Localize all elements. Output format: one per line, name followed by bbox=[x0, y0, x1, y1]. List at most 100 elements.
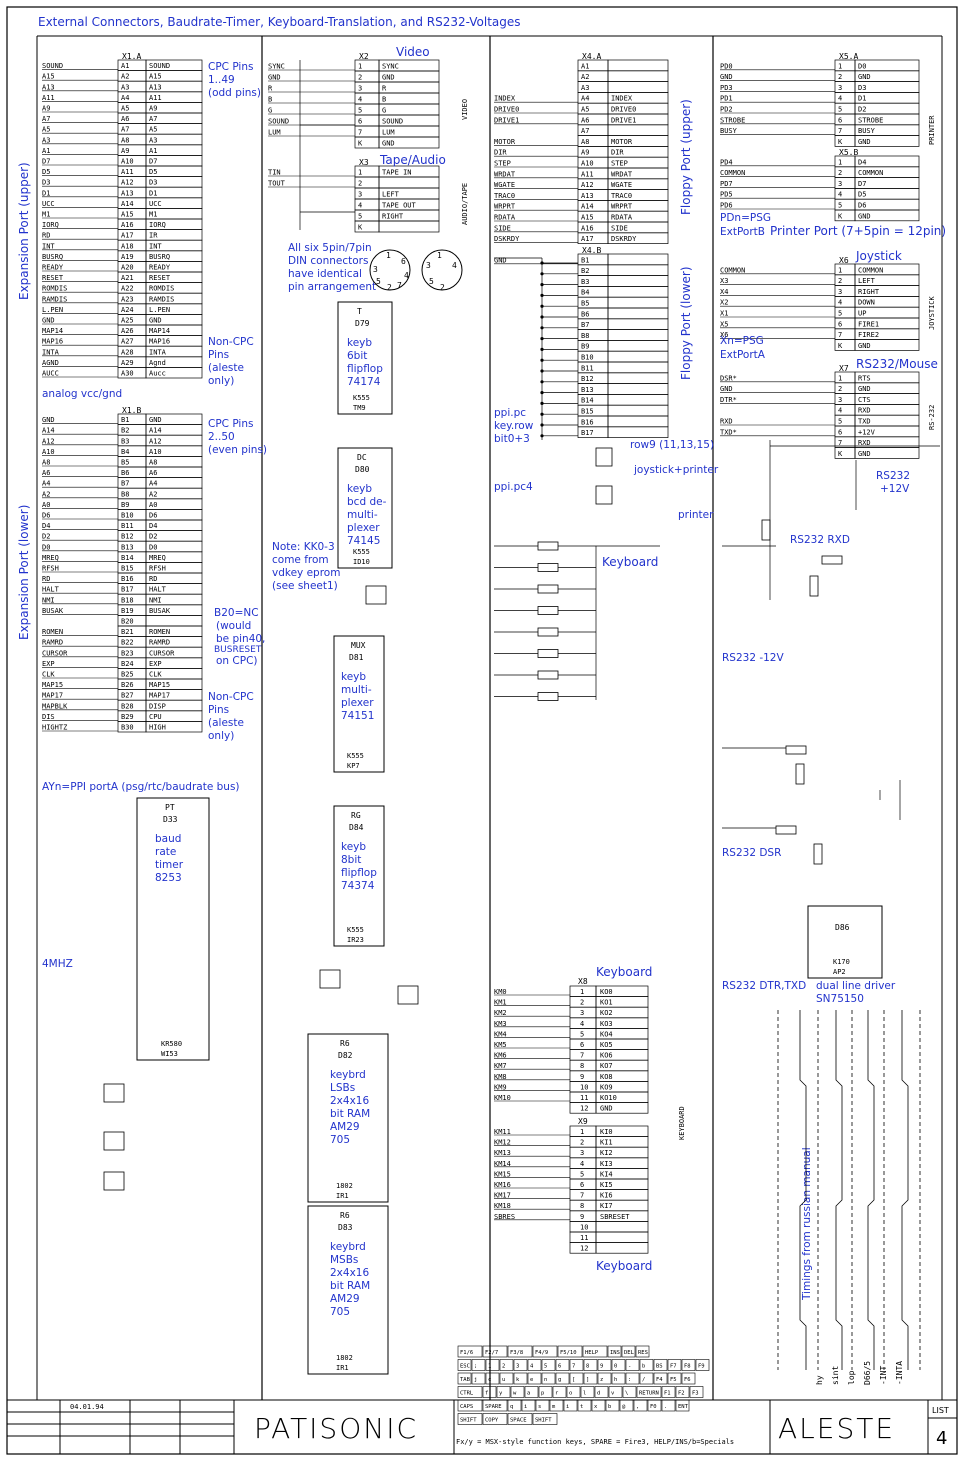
pin-name-cell bbox=[854, 209, 920, 222]
key-cap bbox=[569, 1372, 584, 1385]
pin-number: 7 bbox=[358, 129, 362, 137]
pin-number: B21 bbox=[121, 628, 134, 636]
note: bit0+3 bbox=[494, 433, 530, 445]
ic-part: K555 bbox=[353, 394, 370, 402]
pin-name: DISP bbox=[149, 702, 166, 710]
pin-number: 5 bbox=[838, 202, 842, 210]
key-label: 0 bbox=[614, 1364, 617, 1370]
note: RS232/Mouse bbox=[856, 357, 938, 371]
signal-name: A1 bbox=[42, 147, 50, 155]
note: ExtPortB bbox=[720, 226, 765, 238]
pin-number: B10 bbox=[121, 512, 134, 520]
note: B20=NC bbox=[214, 607, 259, 619]
pin-name-cell bbox=[854, 339, 920, 351]
wiring bbox=[103, 60, 940, 1191]
signal-name: KM17 bbox=[494, 1192, 511, 1200]
label-exp-lower: Expansion Port (lower) bbox=[17, 505, 31, 640]
svg-text:3: 3 bbox=[426, 261, 431, 270]
resistor bbox=[795, 763, 805, 785]
pin-name: GND bbox=[600, 1105, 613, 1113]
signal-name: CLK bbox=[42, 671, 55, 679]
key-label: - bbox=[628, 1364, 631, 1370]
pin-name: COMMON bbox=[858, 266, 883, 274]
signal-name: L.PEN bbox=[42, 306, 63, 314]
signal-name: KM14 bbox=[494, 1160, 511, 1168]
key-cap bbox=[457, 1359, 472, 1371]
key-cap bbox=[513, 1359, 528, 1371]
pin-name: D2 bbox=[858, 106, 866, 114]
key-label: i bbox=[566, 1404, 569, 1410]
pin-number: A3 bbox=[121, 83, 129, 91]
signal-name: X1 bbox=[720, 310, 728, 318]
pin-name-cell bbox=[607, 275, 669, 287]
pin-number: 11 bbox=[580, 1234, 588, 1242]
pin-name: INT bbox=[149, 242, 162, 250]
note: DIN connectors bbox=[288, 255, 368, 267]
note: Keyboard bbox=[602, 555, 658, 569]
signal-name: RAMDIS bbox=[42, 295, 67, 303]
svg-text:7: 7 bbox=[397, 281, 402, 290]
key-cap bbox=[555, 1372, 570, 1385]
key-label: 2 bbox=[502, 1364, 505, 1370]
pin-name: SOUND bbox=[382, 118, 403, 126]
pin-name-cell bbox=[607, 59, 669, 72]
pin-name: BUSAK bbox=[149, 607, 171, 615]
pin-number: 7 bbox=[580, 1192, 584, 1200]
pin-number: 4 bbox=[838, 95, 842, 103]
key-label: e bbox=[530, 1377, 533, 1383]
pin-number: 4 bbox=[838, 299, 842, 307]
ic-function: plexer bbox=[341, 697, 374, 709]
pin-number: A9 bbox=[121, 147, 129, 155]
key-label: F8 bbox=[684, 1364, 691, 1370]
pin-name: KI1 bbox=[600, 1139, 613, 1147]
key-label: @ bbox=[622, 1404, 626, 1410]
key-label: c bbox=[488, 1377, 491, 1383]
pin-number: B5 bbox=[121, 459, 129, 467]
signal-name: LUM bbox=[268, 129, 281, 137]
pin-number: 9 bbox=[580, 1213, 584, 1221]
pin-name: D1 bbox=[149, 189, 157, 197]
pin-name: D4 bbox=[149, 522, 157, 530]
pin-name: BUSY bbox=[858, 127, 876, 135]
pin-name: D0 bbox=[149, 543, 157, 551]
key-label: SHIFT bbox=[535, 1418, 552, 1424]
signal-name: UCC bbox=[42, 200, 55, 208]
pin-name: A2 bbox=[149, 490, 157, 498]
ic-part: K555 bbox=[347, 752, 364, 760]
key-label: F6 bbox=[684, 1377, 691, 1383]
key-label: 1 bbox=[488, 1364, 491, 1370]
pin-name: INDEX bbox=[611, 95, 633, 103]
pin-number: B2 bbox=[121, 427, 129, 435]
pin-number: A19 bbox=[121, 253, 134, 261]
ic-type: MUX bbox=[351, 641, 366, 650]
pin-name-cell bbox=[378, 176, 440, 189]
key-label: . bbox=[664, 1404, 667, 1410]
logic-gate bbox=[595, 485, 613, 505]
ic-number: IR1 bbox=[336, 1364, 349, 1372]
note: have identical bbox=[288, 268, 362, 280]
ic-function: flipflop bbox=[347, 363, 383, 375]
key-cap bbox=[482, 1413, 508, 1425]
pin-number: B20 bbox=[121, 618, 134, 626]
pin-name: FIRE1 bbox=[858, 320, 879, 328]
label-floppy-lower: Floppy Port (lower) bbox=[679, 266, 693, 380]
pin-number: A14 bbox=[121, 200, 134, 208]
key-cap bbox=[597, 1372, 612, 1385]
ic-part: 1802 bbox=[336, 1354, 353, 1362]
signal-name: ROMEN bbox=[42, 628, 63, 636]
key-cap bbox=[625, 1372, 640, 1385]
pin-name: L.PEN bbox=[149, 306, 170, 314]
signal-name: X6 bbox=[720, 331, 728, 339]
timing-trace bbox=[835, 1010, 843, 1370]
key-label: l bbox=[583, 1391, 586, 1397]
key-cap bbox=[482, 1386, 497, 1398]
resistor bbox=[785, 745, 807, 755]
key-label: b bbox=[608, 1404, 611, 1410]
key-label: h bbox=[614, 1377, 617, 1383]
key-cap bbox=[621, 1345, 636, 1358]
pin-number: 8 bbox=[580, 1202, 584, 1210]
pin-name: SIDE bbox=[611, 224, 628, 232]
key-label: HELP bbox=[585, 1350, 599, 1356]
